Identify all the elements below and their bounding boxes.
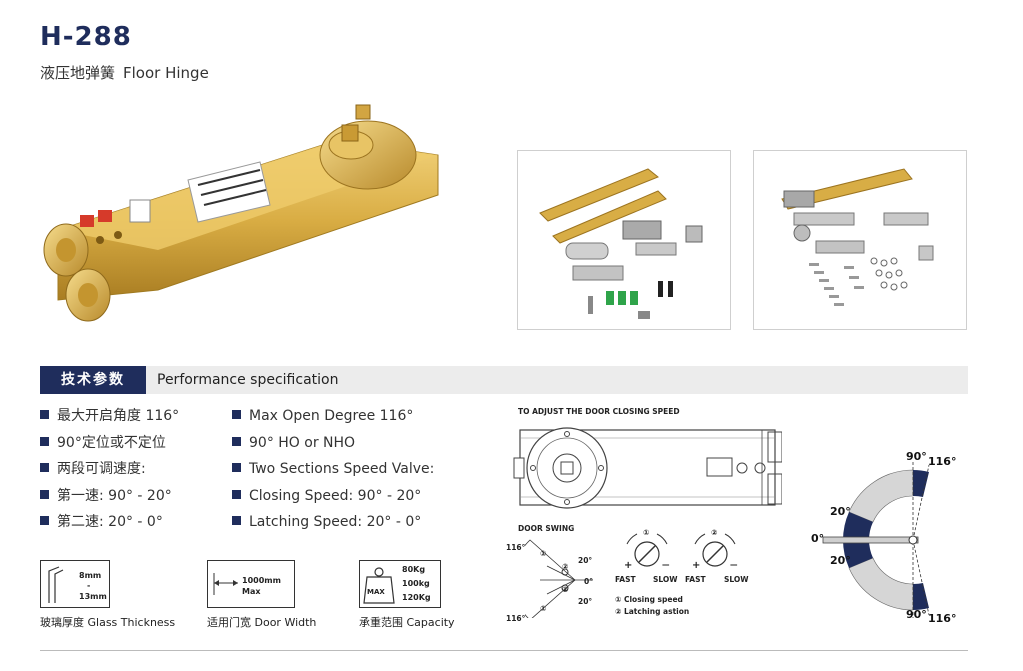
angle-116-bottom: 116° <box>928 612 957 625</box>
swing-mark-20-top: 20° <box>578 556 593 565</box>
valve-1-minus: — <box>662 560 670 569</box>
valve-1-label: ① <box>643 528 650 537</box>
capacity-120: 120Kg <box>402 593 431 602</box>
valve-2-plus: + <box>692 560 701 571</box>
bullet-icon <box>40 516 49 525</box>
angle-20-lower: 20° <box>830 554 851 567</box>
feature-item: Latching Speed: 20° - 0° <box>232 509 434 536</box>
capacity-max-badge: MAX <box>367 588 385 596</box>
opening-angle-diagram <box>822 462 930 618</box>
swing-circle-1-bottom: ① <box>540 604 547 613</box>
angle-116-top: 116° <box>928 455 957 468</box>
weight-icon <box>363 567 395 604</box>
swing-circle-2-bottom: ② <box>562 585 569 594</box>
glass-max: 13mm <box>79 592 107 601</box>
feature-item: 最大开启角度 116° <box>40 403 179 430</box>
valve-1-slow: SLOW <box>653 575 678 584</box>
bullet-icon <box>232 436 241 446</box>
accessory-kit-drawing-1 <box>539 168 703 319</box>
spec-tag: 技术参数 <box>40 366 146 394</box>
swing-mark-0: 0° <box>584 577 593 586</box>
glass-min: 8mm <box>79 571 102 580</box>
accessory-image-1 <box>517 150 731 330</box>
valve-1-plus: + <box>624 560 633 571</box>
feature-item: Two Sections Speed Valve: <box>232 456 434 483</box>
accessory-image-2 <box>753 150 967 330</box>
width-value: 1000mm <box>242 576 281 585</box>
door-swing-title: DOOR SWING <box>518 524 575 533</box>
bullet-icon <box>232 463 241 472</box>
features-list-cn: 最大开启角度 116° 90°定位或不定位 两段可调速度: 第一速: 90° -… <box>40 403 179 536</box>
capacity-icon: MAX 80Kg 100kg 120Kg <box>359 560 441 608</box>
feature-item: 两段可调速度: <box>40 456 179 483</box>
valve-2-slow: SLOW <box>724 575 749 584</box>
accessory-kit-drawing-2 <box>781 168 934 306</box>
bullet-icon <box>40 436 49 446</box>
feature-item: 90° HO or NHO <box>232 430 434 457</box>
feature-item: Closing Speed: 90° - 20° <box>232 483 434 510</box>
product-name: 液压地弹簧 Floor Hinge <box>40 62 209 83</box>
product-name-cn: 液压地弹簧 <box>40 64 116 82</box>
valve-2-label: ② <box>711 528 718 537</box>
feature-item: 第二速: 20° - 0° <box>40 509 179 536</box>
bullet-icon <box>40 410 49 419</box>
glass-thickness-caption: 玻璃厚度 Glass Thickness <box>40 616 176 629</box>
valve-2-minus: — <box>730 560 738 569</box>
bullet-icon <box>232 489 241 499</box>
swing-circle-2-top: ② <box>562 562 569 571</box>
door-swing-diagram <box>525 539 593 618</box>
capacity-caption: 承重范围 Capacity <box>359 616 455 629</box>
speed-valve-diagram <box>626 533 736 567</box>
glass-dash: - <box>87 581 91 590</box>
bullet-icon <box>232 516 241 525</box>
feature-item: 90°定位或不定位 <box>40 430 179 457</box>
width-max: Max <box>242 587 261 596</box>
spec-header-bar <box>40 366 968 394</box>
width-arrow-icon <box>213 573 238 595</box>
capacity-80: 80Kg <box>402 565 426 574</box>
main-product-image <box>43 104 439 322</box>
product-model: H-288 <box>40 22 132 52</box>
angle-0: 0° <box>811 532 825 545</box>
swing-116-top: 116° <box>506 543 526 552</box>
swing-116-bottom: 116° <box>506 614 526 623</box>
legend-closing-speed: ① Closing speed <box>615 595 683 604</box>
feature-item: 第一速: 90° - 20° <box>40 483 179 510</box>
valve-2-fast: FAST <box>685 575 706 584</box>
legend-latching-action: ② Latching astion <box>615 607 690 616</box>
product-name-en: Floor Hinge <box>123 64 209 82</box>
valve-1-fast: FAST <box>615 575 636 584</box>
swing-circle-1-top: ① <box>540 549 547 558</box>
bullet-icon <box>232 410 241 419</box>
feature-item: Max Open Degree 116° <box>232 403 434 430</box>
adjust-speed-title: TO ADJUST THE DOOR CLOSING SPEED <box>518 407 680 416</box>
spec-title: Performance specification <box>157 372 339 388</box>
glass-panel-icon <box>48 566 64 603</box>
door-width-caption: 适用门宽 Door Width <box>207 616 317 629</box>
angle-90-bottom: 90° <box>906 608 927 621</box>
hinge-top-view-drawing <box>513 427 782 509</box>
bottom-divider <box>40 650 968 651</box>
swing-mark-20-bottom: 20° <box>578 597 593 606</box>
bullet-icon <box>40 463 49 472</box>
capacity-100: 100kg <box>402 579 430 588</box>
glass-thickness-icon: 8mm - 13mm <box>40 560 110 608</box>
features-list-en: Max Open Degree 116° 90° HO or NHO Two S… <box>232 403 434 536</box>
door-width-icon: 1000mm Max <box>207 560 295 608</box>
angle-90-top: 90° <box>906 450 927 463</box>
angle-20-upper: 20° <box>830 505 851 518</box>
bullet-icon <box>40 489 49 499</box>
